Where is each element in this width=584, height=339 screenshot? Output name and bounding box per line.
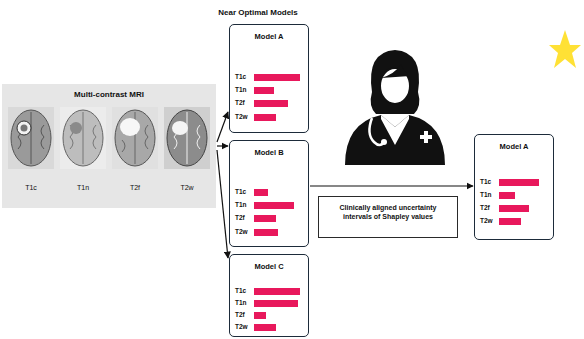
shapley-bar bbox=[499, 205, 529, 212]
shapley-bar bbox=[254, 312, 266, 319]
feature-label: T2w bbox=[235, 228, 248, 235]
model-box: Model A T1cT1nT2fT2w bbox=[474, 134, 554, 240]
shapley-bar bbox=[254, 300, 298, 307]
shapley-bar bbox=[254, 288, 300, 295]
shapley-bar bbox=[499, 179, 539, 186]
arrow bbox=[217, 145, 228, 146]
model-title: Model A bbox=[475, 142, 553, 151]
star bbox=[549, 30, 581, 68]
arrow bbox=[217, 112, 228, 142]
box-text: Clinically aligned uncertainty intervals… bbox=[319, 197, 457, 228]
panel-ground bbox=[2, 84, 216, 208]
shapley-bar bbox=[499, 192, 515, 199]
model-box: Model A T1cT1nT2fT2w bbox=[229, 24, 309, 133]
arrow bbox=[217, 150, 228, 258]
feature-label: T1c bbox=[235, 188, 246, 195]
feature-label: T2f bbox=[480, 204, 490, 211]
model-box: Model B T1cT1nT2fT2w bbox=[229, 140, 309, 247]
shapley-bar bbox=[254, 100, 288, 107]
model-box: Model C T1cT1nT2fT2w bbox=[229, 254, 309, 337]
feature-label: T2f bbox=[235, 214, 245, 221]
shapley-bar bbox=[254, 229, 278, 236]
contrast-label: T2f bbox=[130, 184, 140, 191]
shapley-bar bbox=[254, 324, 276, 331]
feature-label: T2f bbox=[235, 99, 245, 106]
mri-images bbox=[8, 107, 210, 169]
process-box: Clinically aligned uncertainty intervals… bbox=[318, 196, 458, 238]
contrast-label: T2w bbox=[180, 184, 193, 191]
feature-label: T1c bbox=[480, 178, 491, 185]
shapley-bar bbox=[499, 218, 521, 225]
diagram-title: Near Optimal Models bbox=[180, 8, 336, 17]
feature-label: T1n bbox=[235, 86, 247, 93]
contrast-label: T1c bbox=[25, 184, 37, 191]
model-title: Model C bbox=[230, 262, 308, 271]
input-panel: Multi-contrast MRI T1c T1n T2f T2w bbox=[2, 84, 216, 208]
arrow bbox=[310, 185, 473, 186]
shapley-bar bbox=[254, 215, 276, 222]
feature-label: T1n bbox=[480, 191, 492, 198]
feature-label: T1c bbox=[235, 73, 246, 80]
shapley-bar bbox=[254, 87, 274, 94]
shapley-bar bbox=[254, 189, 268, 196]
model-title: Model B bbox=[230, 148, 308, 157]
model-title: Model A bbox=[230, 32, 308, 41]
contrast-label: T1n bbox=[77, 184, 89, 191]
doctor-icon bbox=[345, 50, 445, 165]
feature-label: T1c bbox=[235, 287, 246, 294]
shapley-bar bbox=[254, 74, 300, 81]
shapley-bar bbox=[254, 202, 294, 209]
feature-label: T2f bbox=[235, 311, 245, 318]
feature-label: T2w bbox=[235, 323, 248, 330]
feature-label: T1n bbox=[235, 299, 247, 306]
panel-title: Multi-contrast MRI bbox=[2, 90, 216, 99]
shapley-bar bbox=[254, 114, 276, 121]
feature-label: T2w bbox=[480, 217, 493, 224]
feature-label: T1n bbox=[235, 201, 247, 208]
feature-label: T2w bbox=[235, 113, 248, 120]
